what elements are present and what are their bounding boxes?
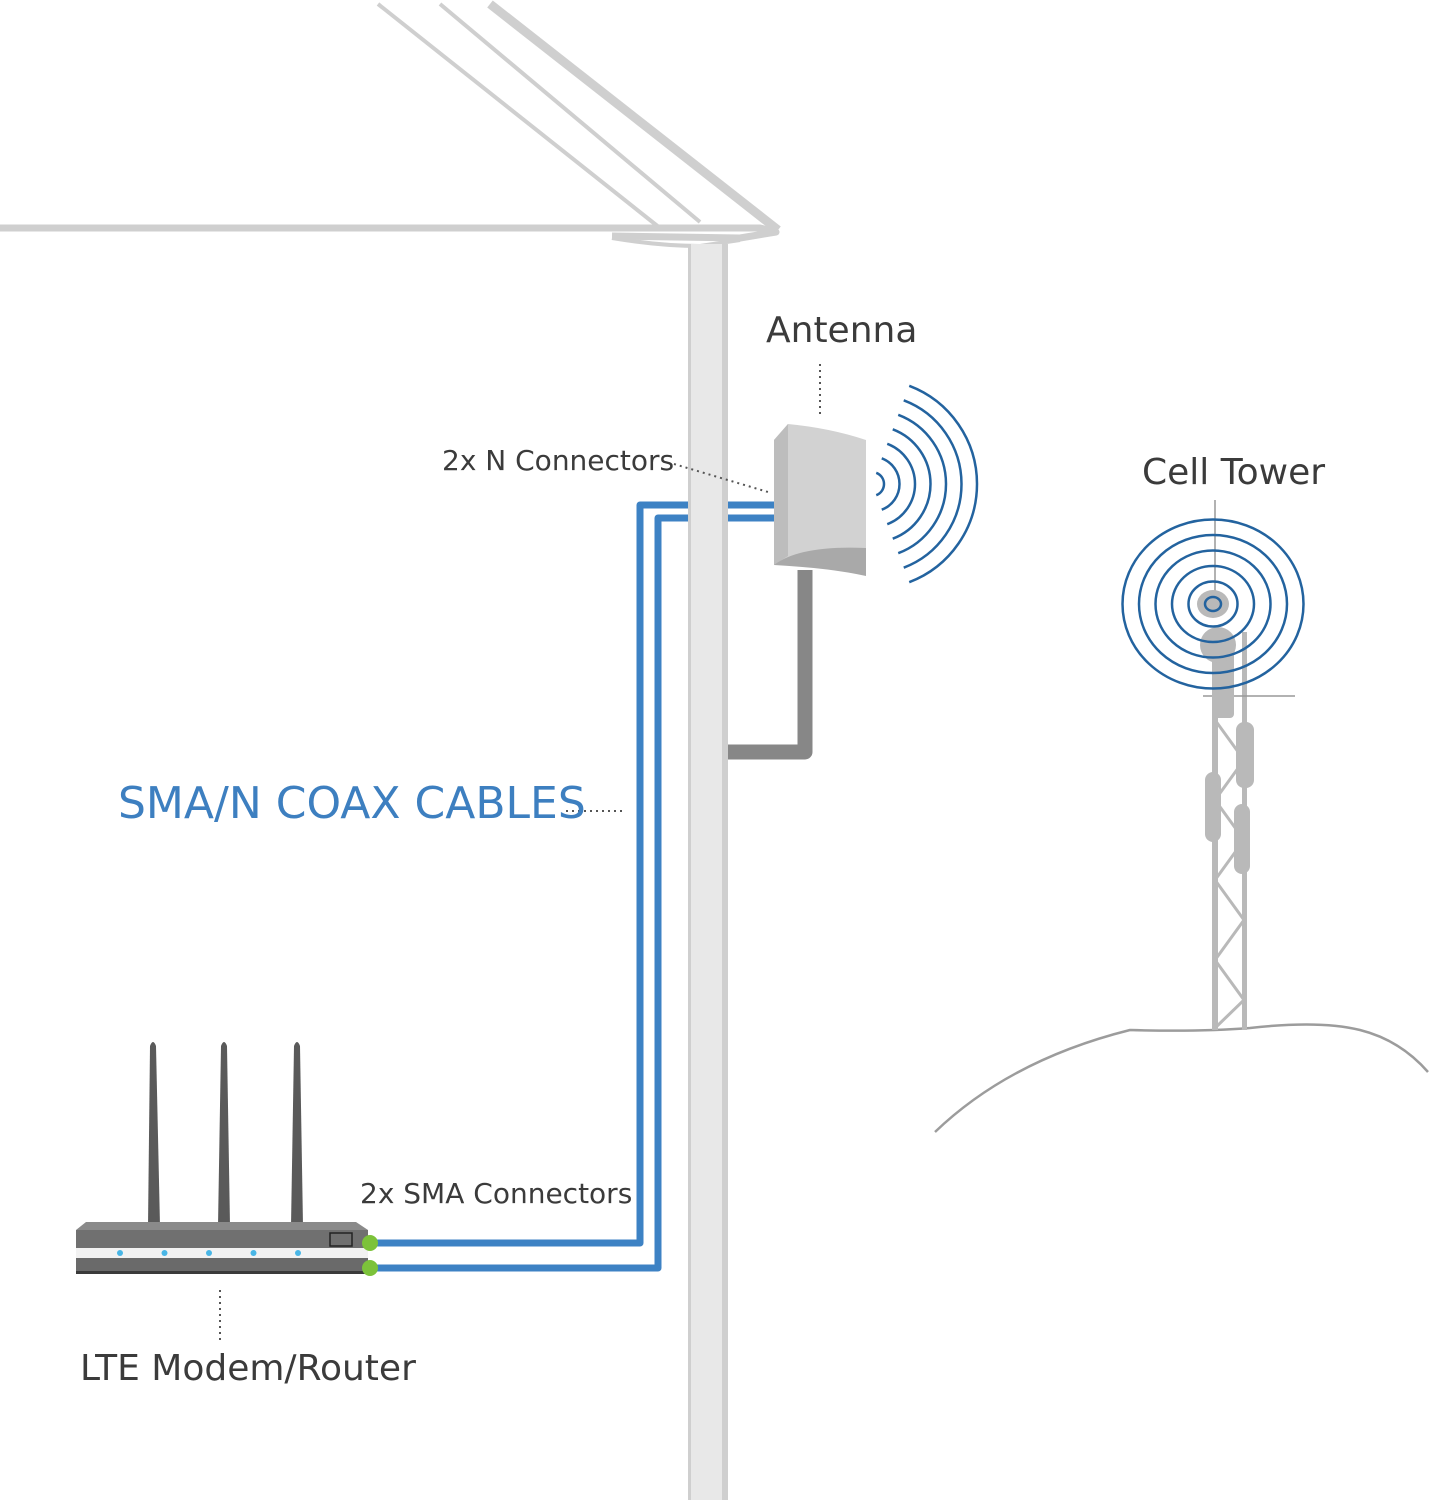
router-status-led [250, 1250, 257, 1256]
antenna-wave [897, 413, 948, 555]
antenna-wave [875, 471, 886, 497]
router-label: LTE Modem/Router [80, 1348, 416, 1389]
antenna-wave [908, 384, 979, 584]
outdoor-antenna [774, 424, 866, 576]
router-status-led [117, 1250, 123, 1256]
tower-signal-ring [1137, 533, 1289, 675]
sma-connector-1 [362, 1235, 378, 1251]
router-antenna-2 [218, 1042, 230, 1226]
house-roof [0, 0, 781, 249]
tower-signal-ring [1187, 580, 1239, 628]
wall-overlap [688, 498, 728, 524]
antenna-wave [886, 442, 917, 526]
cell-tower [1197, 590, 1295, 1030]
hill [934, 1023, 1429, 1133]
antenna-wave [881, 457, 901, 511]
coax-cables-label: SMA/N COAX CABLES [118, 778, 586, 829]
antenna-signal-waves [875, 384, 979, 584]
lte-router [76, 1042, 378, 1276]
leader-n-connectors [673, 463, 769, 493]
router-antenna-3 [291, 1042, 303, 1226]
antenna-wave [903, 399, 963, 569]
tower-signal-ring [1203, 595, 1223, 613]
router-status-leds [117, 1250, 301, 1256]
router-status-led [295, 1250, 301, 1256]
router-button [329, 1232, 353, 1247]
antenna-label: Antenna [766, 310, 918, 351]
router-status-led [161, 1250, 168, 1256]
antenna-mount-bracket [728, 570, 813, 760]
tower-signal-rings [1121, 518, 1305, 690]
tower-signal-ring [1170, 564, 1256, 644]
router-status-led [206, 1250, 212, 1256]
tower-signal-ring [1154, 549, 1272, 659]
tower-signal-ring [1121, 518, 1305, 690]
house-wall [688, 244, 728, 1500]
sma-connector-2 [362, 1260, 378, 1276]
n-connectors-label: 2x N Connectors [442, 444, 675, 477]
cell-tower-label: Cell Tower [1142, 452, 1326, 493]
antenna-wave [892, 428, 932, 540]
sma-connectors-label: 2x SMA Connectors [360, 1177, 633, 1210]
router-antennas [148, 1042, 303, 1226]
router-antenna-1 [148, 1042, 160, 1226]
